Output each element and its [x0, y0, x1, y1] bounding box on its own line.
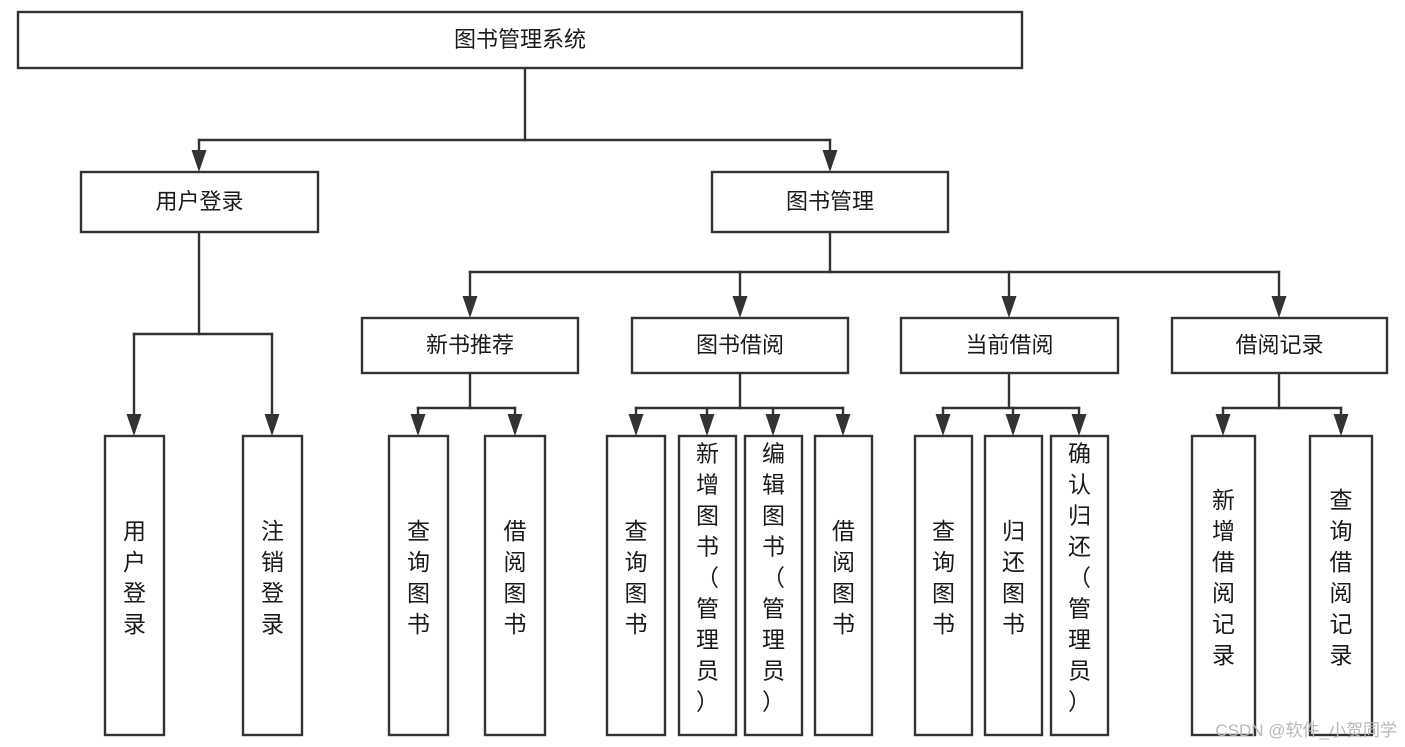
node-label: 图书管理系统	[454, 27, 586, 52]
node-box[interactable]	[1190, 434, 1257, 737]
connector-root-to-level1	[191, 66, 838, 172]
arrow-head-icon	[935, 414, 951, 436]
node-label: 借阅图书	[832, 518, 855, 637]
node-label: 新增图书（管理员）	[696, 441, 719, 715]
node-box[interactable]	[605, 434, 667, 737]
arrow-head-icon	[835, 414, 851, 436]
node-box[interactable]	[983, 434, 1044, 737]
node-leaf-query-book-1[interactable]: 查询图书	[387, 434, 450, 737]
node-box[interactable]	[79, 170, 320, 234]
node-leaf-user-login[interactable]: 用户登录	[103, 434, 166, 737]
arrow-head-icon	[1071, 414, 1087, 436]
connector-borrow-record-to-leaves	[1215, 371, 1349, 436]
arrow-head-icon	[1005, 414, 1021, 436]
node-label: 图书管理	[786, 189, 874, 214]
arrow-head-icon	[1333, 414, 1349, 436]
node-label: 查询图书	[625, 518, 648, 637]
node-label: 用户登录	[123, 518, 146, 637]
arrow-head-icon	[126, 414, 142, 436]
node-leaf-add-record[interactable]: 新增借阅记录	[1190, 434, 1257, 737]
arrow-head-icon	[410, 414, 426, 436]
arrow-head-icon	[264, 414, 280, 436]
node-label: 确认归还（管理员）	[1068, 441, 1091, 715]
node-leaf-borrow-book-2[interactable]: 借阅图书	[813, 434, 874, 737]
node-label: 编辑图书（管理员）	[762, 441, 785, 715]
arrow-head-icon	[507, 414, 523, 436]
node-box[interactable]	[483, 434, 547, 737]
node-leaf-query-book-2[interactable]: 查询图书	[605, 434, 667, 737]
node-box[interactable]	[813, 434, 874, 737]
node-box[interactable]	[1170, 316, 1389, 375]
node-label: 用户登录	[155, 189, 243, 214]
arrow-head-icon	[765, 414, 781, 436]
arrow-head-icon	[1001, 296, 1017, 318]
connector-book-borrow-to-leaves	[628, 371, 851, 436]
node-label: 借阅记录	[1235, 332, 1323, 357]
node-box[interactable]	[1308, 434, 1374, 737]
node-leaf-query-record[interactable]: 查询借阅记录	[1308, 434, 1374, 737]
node-layer: 图书管理系统用户登录图书管理新书推荐图书借阅当前借阅借阅记录用户登录注销登录查询…	[16, 10, 1389, 737]
arrow-head-icon	[732, 296, 748, 318]
node-label: 查询图书	[407, 518, 430, 637]
node-leaf-edit-book[interactable]: 编辑图书（管理员）	[743, 434, 804, 737]
node-label: 新增借阅记录	[1212, 487, 1235, 668]
arrow-head-icon	[462, 296, 478, 318]
node-box[interactable]	[241, 434, 304, 737]
arrow-head-icon	[628, 414, 644, 436]
node-user-login[interactable]: 用户登录	[79, 170, 320, 234]
node-borrow-record[interactable]: 借阅记录	[1170, 316, 1389, 375]
node-leaf-borrow-book-1[interactable]: 借阅图书	[483, 434, 547, 737]
node-label: 查询图书	[932, 518, 955, 637]
node-box[interactable]	[360, 316, 580, 375]
node-box[interactable]	[677, 434, 738, 737]
node-book-borrow[interactable]: 图书借阅	[630, 316, 850, 375]
node-label: 归还图书	[1002, 518, 1025, 637]
node-box[interactable]	[103, 434, 166, 737]
arrow-head-icon	[822, 150, 838, 172]
node-box[interactable]	[16, 10, 1024, 70]
node-label: 当前借阅	[965, 332, 1053, 357]
arrow-head-icon	[1271, 296, 1287, 318]
node-root[interactable]: 图书管理系统	[16, 10, 1024, 70]
node-new-book-rec[interactable]: 新书推荐	[360, 316, 580, 375]
node-leaf-confirm-return[interactable]: 确认归还（管理员）	[1049, 434, 1110, 737]
node-box[interactable]	[913, 434, 974, 737]
node-box[interactable]	[1049, 434, 1110, 737]
connector-book-manage-to-level2	[462, 230, 1287, 318]
node-leaf-add-book[interactable]: 新增图书（管理员）	[677, 434, 738, 737]
node-leaf-return-book[interactable]: 归还图书	[983, 434, 1044, 737]
arrow-head-icon	[191, 150, 207, 172]
arrow-head-icon	[699, 414, 715, 436]
node-label: 图书借阅	[696, 332, 784, 357]
watermark-label: CSDN @软件_小贺同学	[1215, 721, 1397, 740]
node-label: 借阅图书	[504, 518, 527, 637]
node-label: 注销登录	[261, 518, 284, 637]
node-label: 查询借阅记录	[1330, 487, 1353, 668]
node-box[interactable]	[743, 434, 804, 737]
node-leaf-query-book-3[interactable]: 查询图书	[913, 434, 974, 737]
node-label: 新书推荐	[426, 332, 514, 357]
arrow-head-icon	[1215, 414, 1231, 436]
node-leaf-logout[interactable]: 注销登录	[241, 434, 304, 737]
node-book-manage[interactable]: 图书管理	[710, 170, 950, 234]
node-box[interactable]	[387, 434, 450, 737]
connector-user-login-to-leaves	[126, 230, 280, 436]
node-box[interactable]	[899, 316, 1120, 375]
node-box[interactable]	[710, 170, 950, 234]
connector-new-book-rec-to-leaves	[410, 371, 523, 436]
connector-current-borrow-to-leaves	[935, 371, 1087, 436]
node-current-borrow[interactable]: 当前借阅	[899, 316, 1120, 375]
connector-layer	[126, 66, 1349, 436]
node-box[interactable]	[630, 316, 850, 375]
